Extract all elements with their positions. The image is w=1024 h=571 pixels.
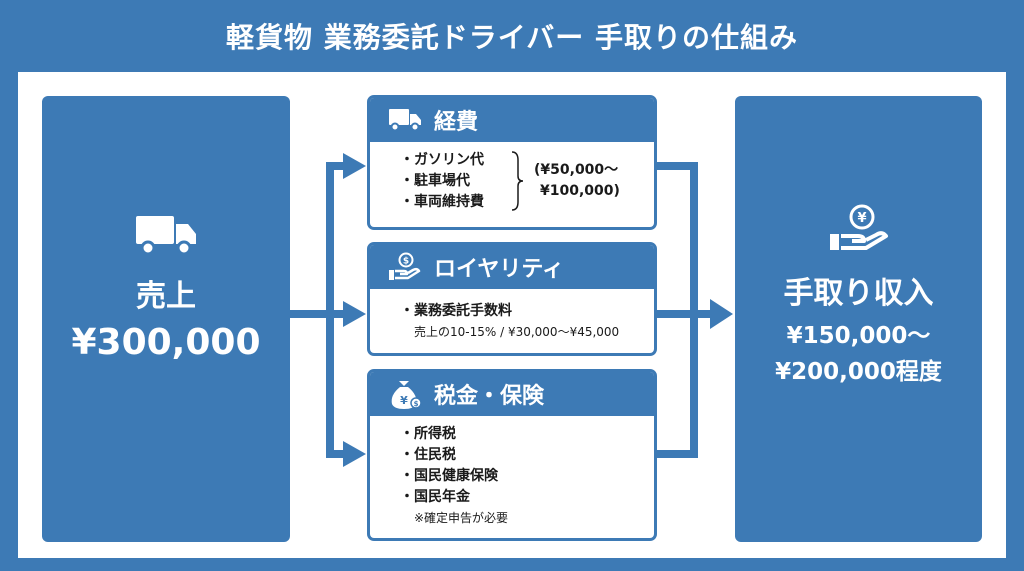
svg-text:$: $	[403, 257, 409, 267]
taxes-list: 所得税 住民税 国民健康保険 国民年金 ※確定申告が必要	[370, 416, 654, 529]
curly-brace	[511, 151, 524, 211]
sales-amount: ¥300,000	[71, 322, 261, 363]
svg-text:$: $	[414, 400, 419, 408]
list-item: 国民年金	[400, 487, 654, 508]
taxes-card: ¥ $ 税金・保険 所得税 住民税 国民健康保険 国民年金 ※確定申告が必要	[367, 369, 657, 541]
page-title: 軽貨物 業務委託ドライバー 手取りの仕組み	[226, 21, 798, 54]
list-item: 国民健康保険	[400, 466, 654, 487]
expenses-card: 経費 ガソリン代 駐車場代 車両維持費 (¥50,000〜 ¥100,000)	[367, 95, 657, 230]
net-income-amount-line2: ¥200,000程度	[775, 359, 942, 385]
money-bag-icon: ¥ $	[391, 381, 422, 409]
royalty-title: ロイヤリティ	[434, 257, 565, 282]
list-item: 駐車場代	[400, 171, 654, 192]
list-item: 車両維持費	[400, 192, 654, 213]
list-item: 所得税	[400, 424, 654, 445]
expenses-range-line1: (¥50,000〜	[534, 162, 619, 178]
expenses-card-header: 経費	[370, 98, 654, 142]
taxes-title: 税金・保険	[434, 384, 545, 409]
taxes-card-header: ¥ $ 税金・保険	[370, 372, 654, 416]
sales-label: 売上	[136, 279, 196, 314]
sales-box: 売上 ¥300,000	[42, 96, 290, 542]
truck-icon	[389, 109, 421, 132]
expenses-list: ガソリン代 駐車場代 車両維持費 (¥50,000〜 ¥100,000)	[370, 142, 654, 213]
net-income-label: 手取り収入	[783, 276, 934, 311]
taxes-note: ※確定申告が必要	[414, 511, 509, 525]
net-income-box: ¥ 手取り収入 ¥150,000〜 ¥200,000程度	[735, 96, 982, 542]
expenses-range-line2: ¥100,000)	[540, 183, 620, 199]
royalty-card-header: $ ロイヤリティ	[370, 245, 654, 289]
svg-text:¥: ¥	[857, 211, 866, 226]
truck-icon	[136, 216, 196, 256]
expenses-title: 経費	[434, 110, 479, 135]
hand-coin-icon: $	[389, 252, 421, 280]
svg-text:¥: ¥	[400, 394, 408, 407]
hand-yen-coin-icon: ¥	[830, 204, 888, 250]
royalty-note: 売上の10-15% / ¥30,000〜¥45,000	[414, 325, 620, 339]
royalty-list: 業務委託手数料 売上の10-15% / ¥30,000〜¥45,000	[370, 289, 654, 343]
list-item: 住民税	[400, 445, 654, 466]
list-item: 業務委託手数料	[400, 301, 654, 322]
list-item: ガソリン代	[400, 150, 654, 171]
net-income-amount-line1: ¥150,000〜	[786, 323, 931, 349]
royalty-card: $ ロイヤリティ 業務委託手数料 売上の10-15% / ¥30,000〜¥45…	[367, 242, 657, 356]
